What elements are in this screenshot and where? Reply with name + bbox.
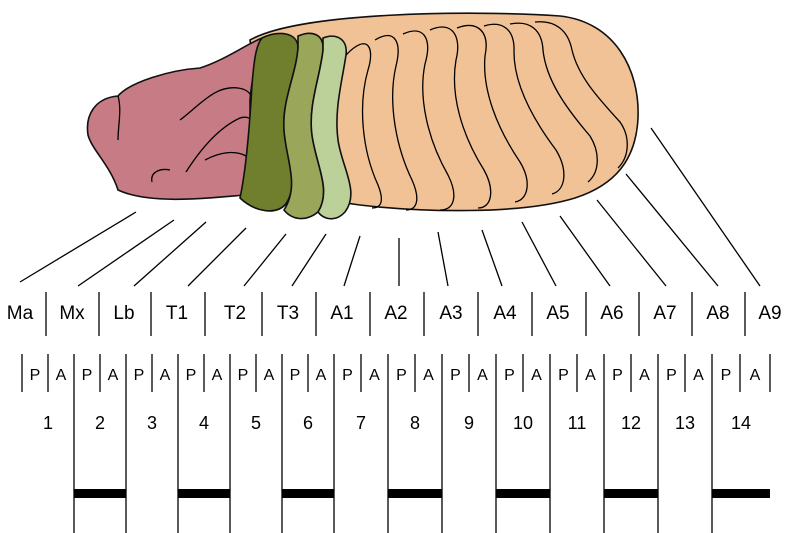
parasegment-number: 12 bbox=[621, 413, 641, 433]
embryo-illustration bbox=[87, 13, 638, 219]
posterior-compartment-label: P bbox=[134, 367, 145, 384]
segment-label-a4: A4 bbox=[493, 303, 517, 324]
anterior-compartment-label: A bbox=[585, 367, 596, 384]
parasegment-number: 11 bbox=[568, 413, 587, 433]
anterior-compartment-label: A bbox=[108, 367, 119, 384]
segment-label-t3: T3 bbox=[277, 303, 299, 324]
posterior-compartment-label: P bbox=[504, 367, 515, 384]
anterior-compartment-label: A bbox=[693, 367, 704, 384]
posterior-compartment-label: P bbox=[396, 367, 407, 384]
parasegment-number: 4 bbox=[199, 413, 209, 433]
parasegment-number: 2 bbox=[95, 413, 105, 433]
anterior-compartment-label: A bbox=[264, 367, 275, 384]
anterior-compartment-label: A bbox=[56, 367, 67, 384]
parasegment-number: 7 bbox=[356, 413, 366, 433]
anterior-compartment-label: A bbox=[750, 367, 761, 384]
parasegment-number: 8 bbox=[410, 413, 420, 433]
expression-stripe bbox=[712, 489, 770, 498]
anterior-compartment-label: A bbox=[423, 367, 434, 384]
posterior-compartment-label: P bbox=[558, 367, 569, 384]
parasegment-number: 14 bbox=[731, 413, 751, 433]
parasegment-number: 10 bbox=[513, 413, 533, 433]
parasegment-number: 1 bbox=[43, 413, 53, 433]
segment-label-a8: A8 bbox=[706, 303, 729, 324]
parasegment-number: 13 bbox=[675, 413, 695, 433]
posterior-compartment-label: P bbox=[342, 367, 353, 384]
posterior-compartment-label: P bbox=[666, 367, 677, 384]
segment-label-t2: T2 bbox=[224, 303, 246, 324]
expression-stripe bbox=[282, 489, 334, 498]
expression-stripe bbox=[178, 489, 230, 498]
parasegment-number: 9 bbox=[464, 413, 474, 433]
segment-label-a2: A2 bbox=[384, 303, 407, 324]
expression-stripe bbox=[74, 489, 126, 498]
anterior-compartment-label: A bbox=[639, 367, 650, 384]
anterior-compartment-label: A bbox=[531, 367, 542, 384]
posterior-compartment-label: P bbox=[290, 367, 301, 384]
posterior-compartment-label: P bbox=[30, 367, 41, 384]
segment-label-a5: A5 bbox=[546, 303, 569, 324]
segment-label-lb: Lb bbox=[113, 303, 134, 324]
segment-label-a6: A6 bbox=[600, 303, 623, 324]
posterior-compartment-label: P bbox=[612, 367, 623, 384]
segment-label-a9: A9 bbox=[758, 303, 781, 324]
anterior-compartment-label: A bbox=[160, 367, 171, 384]
anterior-compartment-label: A bbox=[477, 367, 488, 384]
segment-label-ma: Ma bbox=[7, 303, 34, 324]
anterior-compartment-label: A bbox=[369, 367, 380, 384]
head-region bbox=[87, 38, 262, 199]
segment-label-t1: T1 bbox=[166, 303, 188, 324]
parasegment-number: 5 bbox=[251, 413, 261, 433]
segment-label-a7: A7 bbox=[653, 303, 676, 324]
expression-stripe bbox=[604, 489, 658, 498]
segment-label-row: Ma Mx Lb T1 T2 T3 A1 A2 A3 A4 A5 A6 A7 A… bbox=[7, 303, 782, 324]
segment-label-a1: A1 bbox=[330, 303, 353, 324]
segment-label-a3: A3 bbox=[439, 303, 462, 324]
posterior-compartment-label: P bbox=[186, 367, 197, 384]
posterior-compartment-label: P bbox=[238, 367, 249, 384]
parasegment-number: 3 bbox=[147, 413, 157, 433]
posterior-compartment-label: P bbox=[82, 367, 93, 384]
segment-label-mx: Mx bbox=[59, 303, 85, 324]
expression-stripe bbox=[496, 489, 550, 498]
posterior-compartment-label: P bbox=[450, 367, 461, 384]
posterior-compartment-label: P bbox=[721, 367, 732, 384]
expression-stripe bbox=[388, 489, 442, 498]
anterior-compartment-label: A bbox=[316, 367, 327, 384]
parasegment-number: 6 bbox=[303, 413, 313, 433]
anterior-compartment-label: A bbox=[212, 367, 223, 384]
